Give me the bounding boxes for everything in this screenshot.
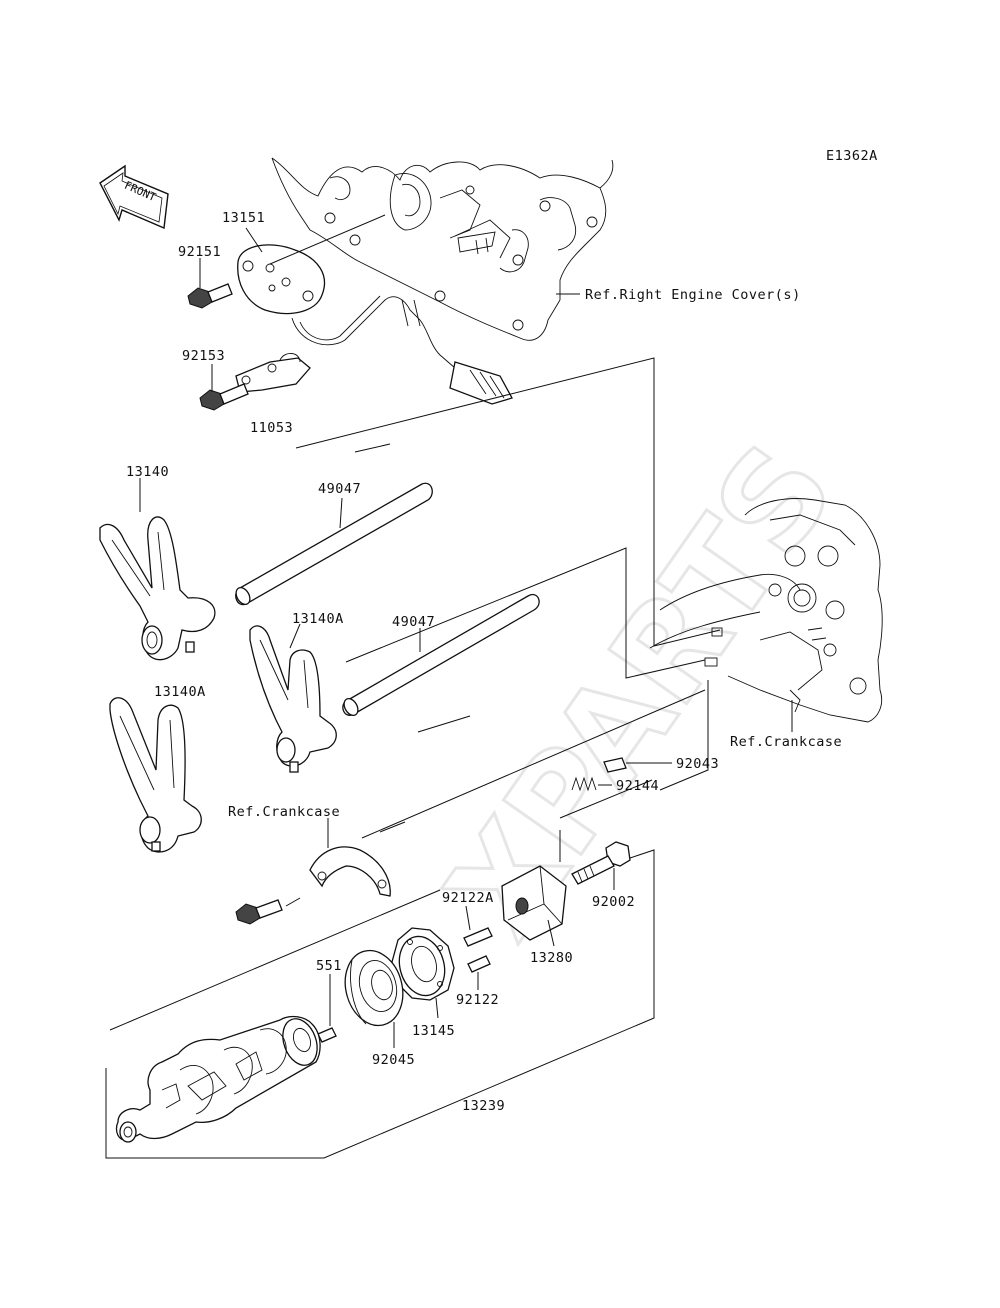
callout-ref-crankcase-right: Ref.Crankcase (730, 734, 842, 750)
part-13280-stopper (501, 865, 567, 947)
callout-551: 551 (316, 958, 342, 974)
callout-92122: 92122 (456, 992, 499, 1008)
callout-13140A-middle: 13140A (292, 611, 344, 627)
callout-13145: 13145 (412, 1023, 455, 1039)
part-92122A-pin (463, 905, 493, 947)
diagram-code: E1362A (826, 148, 878, 164)
right-engine-cover-outline (271, 157, 614, 341)
front-arrow-icon: FRONT (99, 164, 169, 230)
right-crankcase-outline (649, 498, 883, 723)
sensor-wire-harness (291, 295, 513, 405)
part-92153-bolt (199, 364, 249, 411)
part-13140A-shift-fork-middle (249, 623, 337, 773)
part-92002-bolt (571, 841, 631, 890)
callout-92045: 92045 (372, 1052, 415, 1068)
part-92122-pin (467, 955, 491, 990)
part-551-pin (317, 974, 337, 1043)
bracket-bolt (235, 897, 301, 925)
part-92045-bearing (344, 949, 404, 1048)
exploded-guide-lines (105, 357, 721, 1159)
callout-13140: 13140 (126, 464, 169, 480)
part-49047-shaft-upper (235, 482, 433, 606)
callout-49047-upper: 49047 (318, 481, 361, 497)
callout-92122A: 92122A (442, 890, 494, 906)
part-11053-plate (235, 353, 311, 393)
callout-11053: 11053 (250, 420, 293, 436)
callout-13151: 13151 (222, 210, 265, 226)
part-49047-shaft-lower (342, 593, 540, 717)
part-13145-cam (391, 927, 455, 1019)
part-13140-shift-fork (99, 478, 216, 661)
part-92144-spring (571, 776, 612, 792)
part-92151-bolt (187, 258, 233, 309)
callout-92002: 92002 (592, 894, 635, 910)
callout-ref-crankcase-left: Ref.Crankcase (228, 804, 340, 820)
callout-92144: 92144 (616, 778, 659, 794)
part-13151-sensor (237, 214, 386, 315)
callout-13280: 13280 (530, 950, 573, 966)
callout-92151: 92151 (178, 244, 221, 260)
callout-92043: 92043 (676, 756, 719, 772)
watermark-text: XPARTS (418, 417, 864, 964)
callout-ref-right-engine-cover: Ref.Right Engine Cover(s) (585, 287, 801, 303)
bearing-holder-bracket (309, 818, 391, 897)
callout-13140A-left: 13140A (154, 684, 206, 700)
part-92043-pin (603, 757, 672, 773)
part-13140A-shift-fork-left (109, 697, 202, 853)
part-13239-shift-drum (115, 1015, 321, 1143)
callout-49047-lower: 49047 (392, 614, 435, 630)
callout-92153: 92153 (182, 348, 225, 364)
callout-13239: 13239 (462, 1098, 505, 1114)
